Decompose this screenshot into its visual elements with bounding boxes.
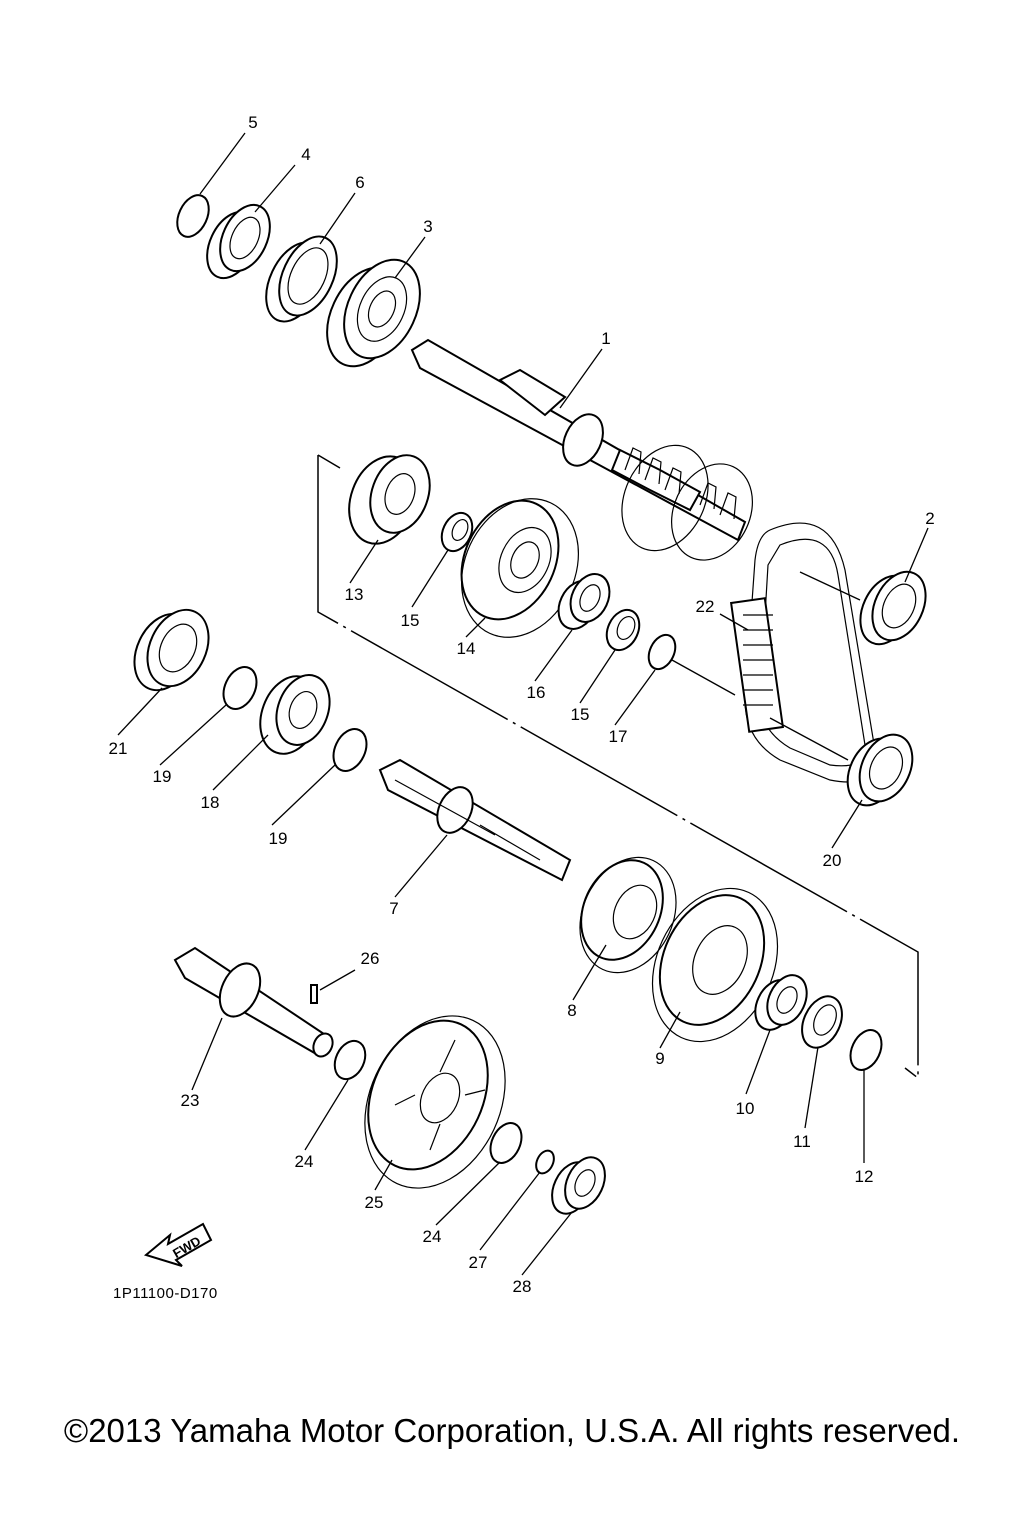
part-17-circlip[interactable] <box>644 631 681 674</box>
callout-19a: 19 <box>153 767 172 786</box>
callout-4: 4 <box>301 145 310 164</box>
callout-14: 14 <box>457 639 476 658</box>
callout-10: 10 <box>736 1099 755 1118</box>
part-24-circlip[interactable] <box>329 1036 371 1084</box>
diagram-part-code: 1P11100-D170 <box>113 1285 218 1302</box>
callout-20: 20 <box>823 851 842 870</box>
part-19-circlip[interactable] <box>217 662 263 715</box>
callout-21: 21 <box>109 739 128 758</box>
callout-18: 18 <box>201 793 220 812</box>
callout-labels: 5 4 6 3 1 2 22 13 15 14 16 15 17 21 19 1… <box>109 113 935 1296</box>
part-21-bearing[interactable] <box>123 600 221 700</box>
callout-3: 3 <box>423 217 432 236</box>
part-22-drive-chain[interactable] <box>729 522 877 783</box>
part-1-main-axle[interactable] <box>410 338 768 573</box>
part-2-bearing[interactable] <box>850 563 936 653</box>
leader-lines <box>117 132 929 1276</box>
part-13-dog-clutch[interactable] <box>338 447 440 553</box>
callout-19b: 19 <box>269 829 288 848</box>
part-15-washer-2[interactable] <box>601 605 646 656</box>
part-18-dog-gear[interactable] <box>250 668 339 763</box>
callout-13: 13 <box>345 585 364 604</box>
callout-17: 17 <box>609 727 628 746</box>
part-7-drive-axle[interactable] <box>378 758 572 882</box>
part-5-o-ring[interactable] <box>171 190 215 242</box>
callout-28: 28 <box>513 1277 532 1296</box>
callout-8: 8 <box>567 1001 576 1020</box>
callout-27: 27 <box>469 1253 488 1272</box>
callout-15b: 15 <box>571 705 590 724</box>
callout-22: 22 <box>696 597 715 616</box>
part-4-oil-seal[interactable] <box>197 197 279 286</box>
part-27-circlip[interactable] <box>533 1148 558 1177</box>
part-26-pin[interactable] <box>310 984 318 1004</box>
part-14-gear[interactable] <box>440 480 601 657</box>
part-19-circlip-2[interactable] <box>327 724 373 777</box>
callout-25: 25 <box>365 1193 384 1212</box>
part-10-needle-bearing[interactable] <box>748 969 815 1036</box>
part-3-bearing[interactable] <box>312 248 435 379</box>
callout-15a: 15 <box>401 611 420 630</box>
callout-26: 26 <box>361 949 380 968</box>
fwd-arrow-icon: FWD <box>143 1222 213 1267</box>
callout-12: 12 <box>855 1167 874 1186</box>
part-25-gear[interactable] <box>338 993 532 1211</box>
part-16-needle-bearing[interactable] <box>551 568 617 636</box>
part-8-gear[interactable] <box>562 842 694 989</box>
assembly-frame <box>317 454 919 1080</box>
callout-11: 11 <box>793 1132 811 1151</box>
callout-2: 2 <box>925 509 934 528</box>
callout-6: 6 <box>355 173 364 192</box>
callout-24a: 24 <box>295 1152 314 1171</box>
part-11-washer[interactable] <box>794 990 849 1054</box>
part-28-bearing[interactable] <box>544 1151 612 1220</box>
part-23-shaft[interactable] <box>173 946 336 1060</box>
callout-7: 7 <box>389 899 398 918</box>
part-20-bearing[interactable] <box>837 726 922 814</box>
copyright-notice: ©2013 Yamaha Motor Corporation, U.S.A. A… <box>63 1412 961 1449</box>
part-12-circlip[interactable] <box>844 1025 887 1075</box>
callout-9: 9 <box>655 1049 664 1068</box>
part-6-seal[interactable] <box>255 227 349 330</box>
part-24-circlip-2[interactable] <box>484 1118 527 1168</box>
callout-5: 5 <box>248 113 257 132</box>
callout-23: 23 <box>181 1091 200 1110</box>
part-15-washer[interactable] <box>436 508 478 556</box>
callout-24b: 24 <box>423 1227 442 1246</box>
callout-16: 16 <box>527 683 546 702</box>
callout-1: 1 <box>601 329 610 348</box>
